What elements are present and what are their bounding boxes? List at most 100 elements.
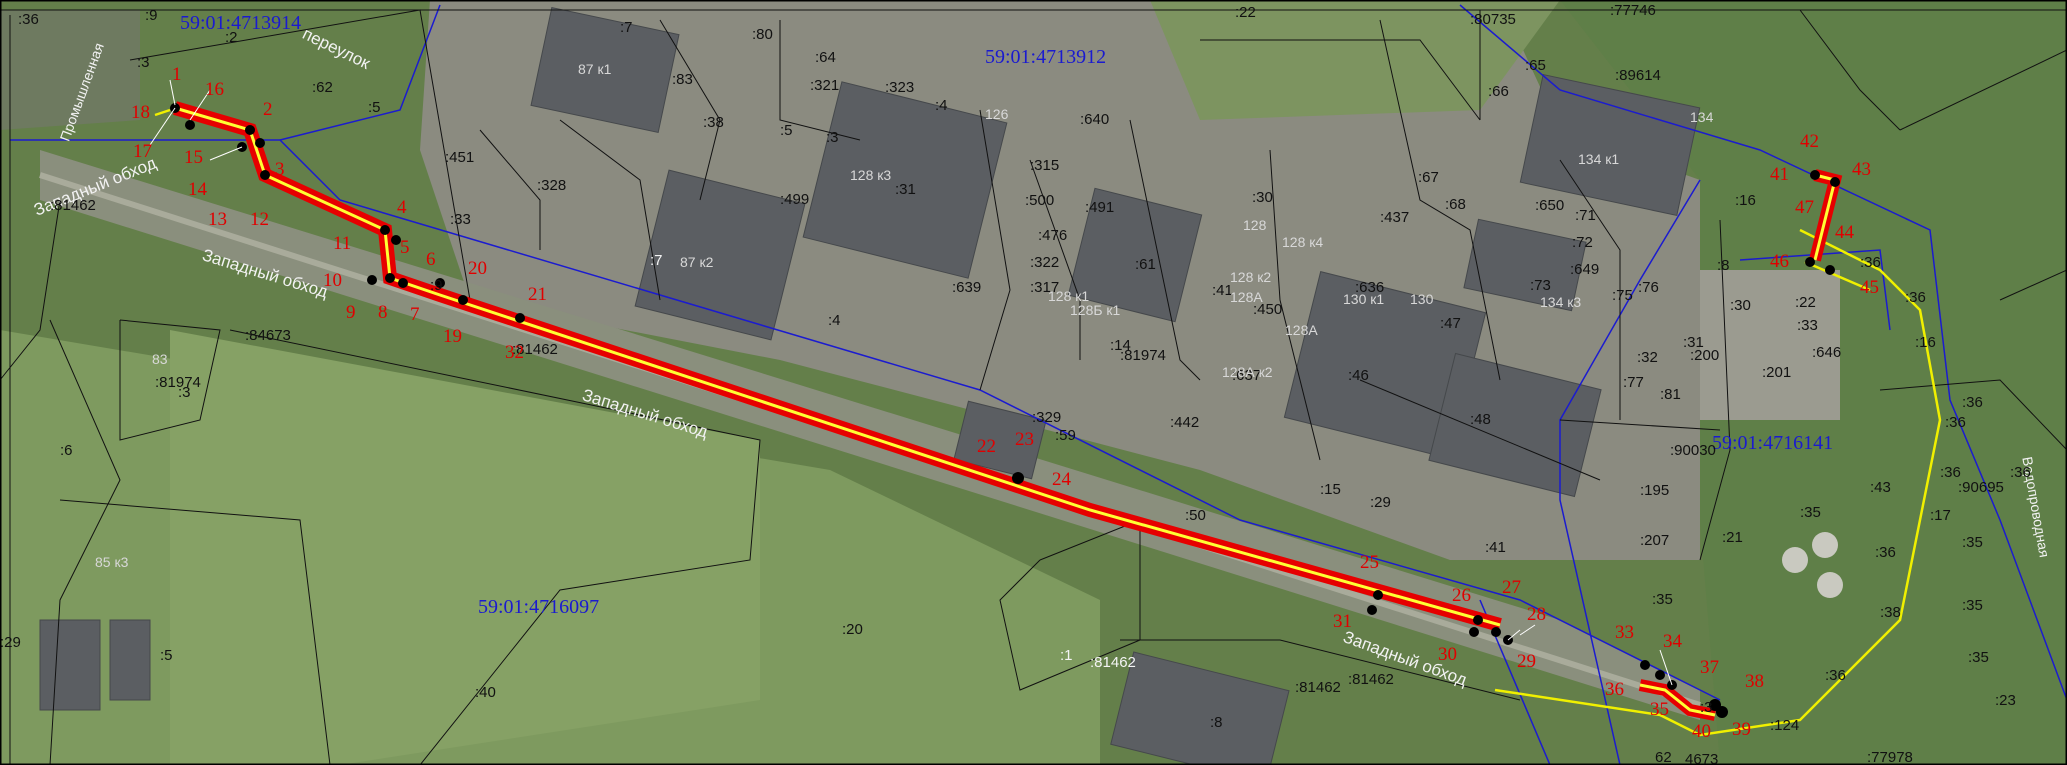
point-number: 36 <box>1605 679 1624 700</box>
building-label: 128А к2 <box>1222 364 1273 380</box>
parcel-label: :9 <box>430 277 443 294</box>
parcel-label: :81 <box>1660 386 1681 403</box>
parcel-label: :89614 <box>1615 67 1661 84</box>
parcel-label: :476 <box>1038 227 1068 244</box>
point-number: 2 <box>263 99 273 120</box>
parcel-label: :64 <box>815 49 836 66</box>
parcel-label: :81462 <box>1295 679 1341 696</box>
parcel-label: :75 <box>1612 287 1633 304</box>
parcel-label: :66 <box>1488 83 1509 100</box>
parcel-label: :22 <box>1795 294 1816 311</box>
parcel-label: :5 <box>160 647 173 664</box>
point-number: 17 <box>133 141 152 162</box>
parcel-label: :649 <box>1570 261 1600 278</box>
parcel-label: :65 <box>1525 57 1546 74</box>
parcel-label: :4 <box>828 312 841 329</box>
parcel-label: :30 <box>1252 189 1273 206</box>
point-number: 21 <box>528 284 547 305</box>
point-number: 42 <box>1800 131 1819 152</box>
point-number: 39 <box>1732 719 1751 740</box>
parcel-label: :16 <box>1915 334 1936 351</box>
building-label: 128 к2 <box>1230 269 1272 285</box>
parcel-label: :41 <box>1212 282 1233 299</box>
parcel-label: :6 <box>60 442 73 459</box>
parcel-label: :3 <box>1700 699 1713 716</box>
point-number: 37 <box>1700 657 1719 678</box>
parcel-label: :4 <box>935 97 948 114</box>
tanks <box>1782 532 1843 598</box>
parcel-label: :81462 <box>512 341 558 358</box>
parcel-label: :33 <box>1797 317 1818 334</box>
parcel-label: :72 <box>1572 234 1593 251</box>
parcel-label: :437 <box>1380 209 1410 226</box>
parcel-label: :73 <box>1530 277 1551 294</box>
point-number: 9 <box>346 302 356 323</box>
parcel-label: :59 <box>1055 427 1076 444</box>
point-number: 23 <box>1015 429 1034 450</box>
point-number: 11 <box>333 233 352 254</box>
parcel-label: :200 <box>1690 347 1720 364</box>
parcel-label: :195 <box>1640 482 1670 499</box>
point-number: 35 <box>1650 699 1669 720</box>
parcel-label: :61 <box>1135 256 1156 273</box>
parcel-label: :48 <box>1470 411 1491 428</box>
parcel-label: :23 <box>1995 692 2016 709</box>
building-label: 128А <box>1285 322 1318 338</box>
parcel-label: :21 <box>1722 529 1743 546</box>
building-label: 87 к1 <box>578 61 612 77</box>
parcel-label: :5 <box>780 122 793 139</box>
parcel-label: :36 <box>1940 464 1961 481</box>
point-number: 43 <box>1852 159 1871 180</box>
point-number: 30 <box>1438 644 1457 665</box>
parcel-label: :329 <box>1032 409 1062 426</box>
parcel-label: :321 <box>810 77 840 94</box>
point-number: 19 <box>443 326 462 347</box>
parcel-label: :3 <box>178 384 191 401</box>
point-number: 40 <box>1692 721 1711 742</box>
parcel-label: :90030 <box>1670 442 1716 459</box>
parcel-label: :500 <box>1025 192 1055 209</box>
industrial-nw <box>0 10 140 130</box>
point-number: 7 <box>410 304 420 325</box>
parcel-label: :36 <box>1825 667 1846 684</box>
point-number: 10 <box>323 270 342 291</box>
parcel-label: :124 <box>1770 717 1800 734</box>
parcel-label: :76 <box>1638 279 1659 296</box>
building-label: 83 <box>152 351 168 367</box>
parcel-label: :33 <box>450 211 471 228</box>
point-number: 38 <box>1745 671 1764 692</box>
point-number: 33 <box>1615 622 1634 643</box>
parcel-label: :36 <box>1905 289 1926 306</box>
point-number: 26 <box>1452 585 1471 606</box>
parcel-label: :14 <box>1110 337 1131 354</box>
parcel-label: :639 <box>952 279 982 296</box>
block-label: 59:01:4713914 <box>180 12 302 34</box>
parcel-label: :3 <box>137 54 150 71</box>
parcel-label: :77746 <box>1610 2 1656 19</box>
parcel-label: :35 <box>1962 597 1983 614</box>
parcel-label: :31 <box>1683 334 1704 351</box>
parcel-label: :35 <box>1652 591 1673 608</box>
parcel-label: :29 <box>0 634 21 651</box>
parcel-label: :22 <box>1235 4 1256 21</box>
parcel-label: :40 <box>475 684 496 701</box>
point-number: 8 <box>378 302 388 323</box>
parcel-label: :646 <box>1812 344 1842 361</box>
parcel-label: :1 <box>1060 647 1073 664</box>
building-label: 87 к2 <box>680 254 714 270</box>
point-number: 27 <box>1502 577 1521 598</box>
parcel-label: :68 <box>1445 196 1466 213</box>
parcel-label: :81974 <box>155 374 201 391</box>
parcel-label: :317 <box>1030 279 1060 296</box>
point-number: 14 <box>188 179 207 200</box>
parcel-label: :7 <box>650 252 663 269</box>
point-number: 45 <box>1860 277 1879 298</box>
point-number: 15 <box>184 147 203 168</box>
point-number: 44 <box>1835 222 1854 243</box>
parcel-label: :81462 <box>50 197 96 214</box>
parcel-label: :35 <box>1800 504 1821 521</box>
parcel-label: :491 <box>1085 199 1115 216</box>
point-number: 25 <box>1360 552 1379 573</box>
